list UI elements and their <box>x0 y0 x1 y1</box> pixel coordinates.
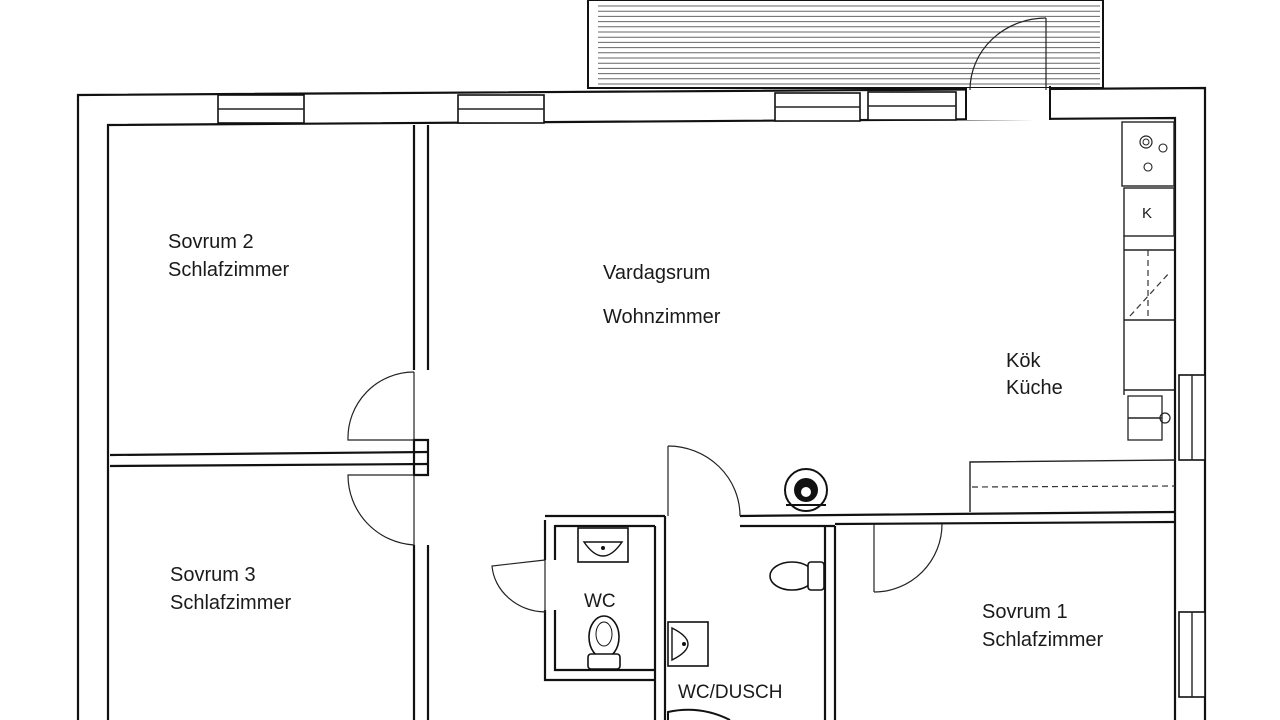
kitchen-label-sv: Kök <box>1006 350 1041 372</box>
bedroom1-door <box>873 523 943 593</box>
top-windows <box>217 91 957 124</box>
interior-walls <box>109 125 1176 720</box>
living-label-de: Wohnzimmer <box>603 306 721 328</box>
wc-shower-door <box>667 445 741 517</box>
wc-toilet-icon <box>587 615 621 670</box>
kitchen-counter: K <box>1121 121 1175 441</box>
bedroom3-label-sv: Sovrum 3 <box>170 564 256 586</box>
bedroom3-door <box>347 474 415 546</box>
shower-tray-icon <box>667 708 731 720</box>
outer-walls <box>76 86 1207 720</box>
living-label-sv: Vardagsrum <box>603 262 710 284</box>
fridge-label: K <box>1142 205 1152 222</box>
wc-sink-icon <box>577 527 629 563</box>
shower-sink-icon <box>667 621 709 667</box>
wc-shower-label: WC/DUSCH <box>678 682 783 703</box>
right-windows <box>1178 374 1206 698</box>
bedroom2-label-de: Schlafzimmer <box>168 259 289 281</box>
shower-toilet-icon <box>769 561 825 591</box>
wc-door <box>491 559 546 613</box>
kitchen-label-de: Küche <box>1006 377 1063 399</box>
bedroom2-label-sv: Sovrum 2 <box>168 231 254 253</box>
terrace-door <box>965 17 1051 120</box>
wc-label: WC <box>584 591 616 612</box>
terrace-deck <box>587 0 1104 89</box>
bedroom1-label-sv: Sovrum 1 <box>982 601 1068 623</box>
bedroom2-door <box>347 371 415 441</box>
bedroom1-label-de: Schlafzimmer <box>982 629 1103 651</box>
stove-icon <box>784 468 828 512</box>
bedroom3-label-de: Schlafzimmer <box>170 592 291 614</box>
